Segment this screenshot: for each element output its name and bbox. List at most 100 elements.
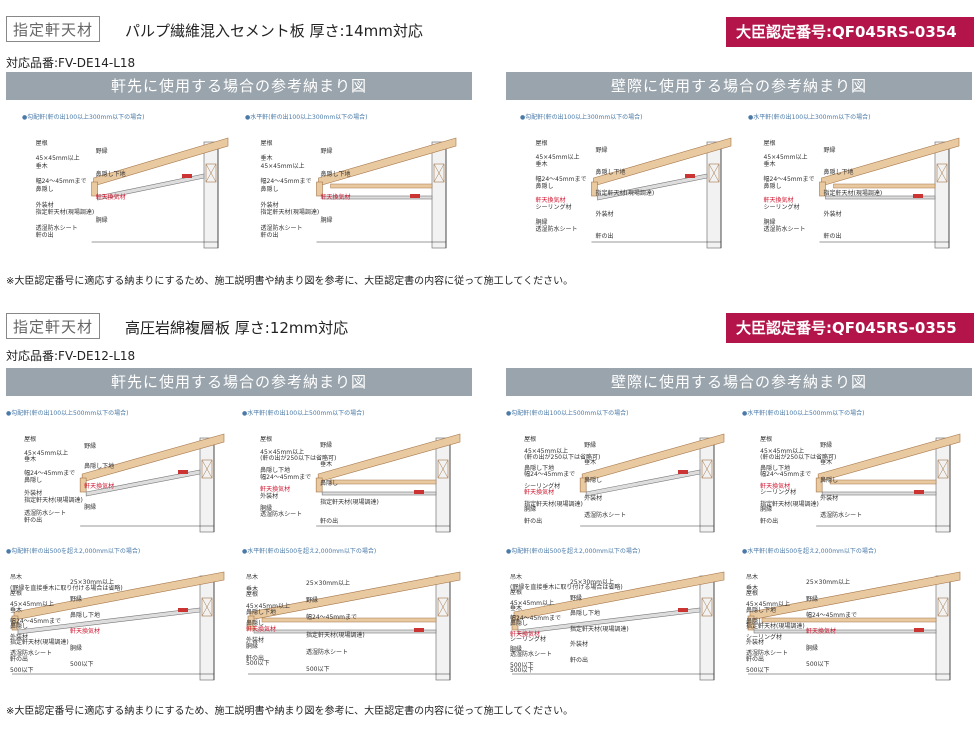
diagram-label: 幅24〜45mmまで: [260, 473, 312, 481]
soffit-board: [597, 173, 708, 201]
fascia-shape: [511, 615, 519, 631]
diagram-label: 軒天換気材: [510, 630, 541, 638]
diagram-label: 透湿防水シート: [763, 225, 806, 233]
vent-shape: [182, 174, 192, 178]
diagram-label: 軒天換気材: [95, 193, 126, 201]
diagram-label: 鼻隠し: [35, 186, 54, 194]
diagram-label: 指定軒天材(現場調達): [306, 631, 365, 639]
diagram-label: 野縁: [806, 595, 819, 603]
diagram-caption: ●勾配軒(軒の出100以上300mm以下の場合): [520, 114, 643, 121]
fascia-shape: [315, 477, 323, 493]
diagram-label: 透湿防水シート: [306, 648, 349, 656]
beam-cross: [701, 459, 713, 479]
diagram-label: 鼻隠し: [320, 480, 339, 487]
diagram-label: 軒の出: [524, 518, 543, 526]
diagram-label: 500以下: [10, 666, 34, 674]
diagram-label: 屋根: [260, 140, 273, 147]
diagram-label: シーリング材: [746, 633, 783, 641]
diagram-label: 野縁: [570, 594, 583, 602]
diagram-label: 吊木: [246, 574, 259, 581]
diagram-label: 軒の出: [595, 232, 614, 240]
diagram-label: 屋根: [510, 589, 523, 597]
beam-cross: [708, 163, 720, 183]
diagram-label: シーリング材: [524, 482, 561, 490]
section1-cert-number: 大臣認定番号:QF045RS-0354: [726, 17, 974, 47]
diagram-label: (野縁を直接垂木に取り付ける場合は省略): [510, 584, 623, 592]
diagram-label: 45×45mm以上: [246, 602, 290, 610]
furring-shape: [329, 479, 437, 485]
diagram-label: 軒天換気材: [84, 483, 115, 491]
wall-shape: [699, 575, 715, 681]
diagram-label: 45×45mm以上: [763, 154, 808, 162]
furring-shape: [829, 479, 937, 485]
diagram-caption: ●水平軒(軒の出500を超え2,000mm以下の場合): [742, 548, 877, 555]
diagram-label: 軒の出: [320, 517, 339, 525]
furring-shape: [761, 617, 937, 623]
diagram-label: 屋根: [24, 436, 37, 443]
diagram-label: 鼻隠し: [24, 476, 43, 484]
diagram-label: 透湿防水シート: [260, 224, 303, 232]
diagram-label: 幅24〜45mmまで: [763, 175, 815, 183]
diagram-label: 胴縁: [760, 506, 773, 514]
beam-cross: [937, 459, 949, 479]
diagram-label: 45×45mm以上: [510, 599, 554, 607]
section2-product-title: 高圧岩綿複層板 厚さ:12mm対応: [125, 319, 349, 337]
beam-shape: [701, 597, 713, 617]
diagram-label: 胴縁: [84, 503, 97, 511]
fascia-shape: [316, 181, 323, 197]
diagram-label: 指定軒天材(現場調達): [595, 190, 655, 197]
diagram-label: 鼻隠し下地: [84, 463, 115, 471]
section2-eave-header: 軒先に使用する場合の参考納まり図: [6, 368, 472, 396]
diagram-label: 屋根: [535, 140, 548, 147]
diagram-label: 屋根: [746, 590, 759, 598]
diagram-drawing: [91, 137, 229, 249]
diagram-label: 鼻隠し下地: [760, 465, 791, 473]
beam-cross: [437, 459, 449, 479]
beam-cross: [201, 459, 213, 479]
diagram-label: 外装材: [820, 494, 839, 502]
diagram-label: 野縁: [95, 147, 108, 155]
diagram-caption: ●水平軒(軒の出100以上300mm以下の場合): [245, 114, 368, 121]
diagram-label: 屋根: [763, 140, 776, 147]
diagram-label: 45×45mm以上: [24, 449, 69, 457]
diagram-label: 500以下: [746, 666, 770, 674]
diagram-label: 吊木: [746, 574, 759, 581]
diagram-label: 鼻隠し下地: [823, 168, 854, 176]
diagram-label: 野縁: [306, 597, 319, 605]
vent-shape: [678, 608, 688, 612]
diagram-label: 45×45mm以上: [746, 601, 790, 609]
diagram-label: 透湿防水シート: [746, 650, 789, 658]
section1-product-title: パルプ繊維混入セメント板 厚さ:14mm対応: [125, 22, 423, 40]
diagram-label: 幅24〜45mmまで: [806, 612, 857, 620]
diagram-label: 500以下: [306, 666, 330, 674]
diagram-label: 25×30mm以上: [570, 579, 614, 587]
soffit-board: [585, 469, 701, 497]
diagram-label: 軒の出: [246, 654, 265, 662]
diagram-label: 外装材: [570, 641, 589, 649]
diagram-drawing: [819, 137, 960, 249]
diagram-drawing: [316, 137, 457, 249]
diagram-label: 幅24〜45mmまで: [35, 178, 87, 186]
diagram-label: 外装材: [10, 633, 29, 641]
beam-cross: [201, 597, 213, 617]
diagram-label: 軒の出: [760, 518, 779, 526]
vent-shape: [913, 194, 923, 198]
diagram-label: シーリング材: [510, 635, 547, 643]
diagram-label: 鼻隠し: [246, 620, 265, 628]
section1-note: ※大臣認定番号に適応する納まりにするため、施工説明書や納まり図を参考に、大臣認定…: [6, 276, 574, 287]
diagram-caption: ●勾配軒(軒の出500を超え2,000mm以下の場合): [506, 548, 641, 555]
diagram-label: 鼻隠し: [584, 477, 603, 485]
fascia-shape: [591, 181, 598, 197]
diagram-label: 垂木: [35, 163, 48, 171]
soffit-board: [322, 195, 433, 200]
diagram-label: 外装材: [35, 201, 54, 209]
diagram-label: 指定軒天材(現場調達): [260, 209, 320, 217]
diagram-label: 屋根: [760, 436, 773, 443]
diagram-label: 胴縁: [320, 216, 333, 224]
diagram-caption: ●水平軒(軒の出100以上500mm以下の場合): [242, 410, 365, 417]
diagram-label: 鼻隠し下地: [570, 610, 601, 618]
